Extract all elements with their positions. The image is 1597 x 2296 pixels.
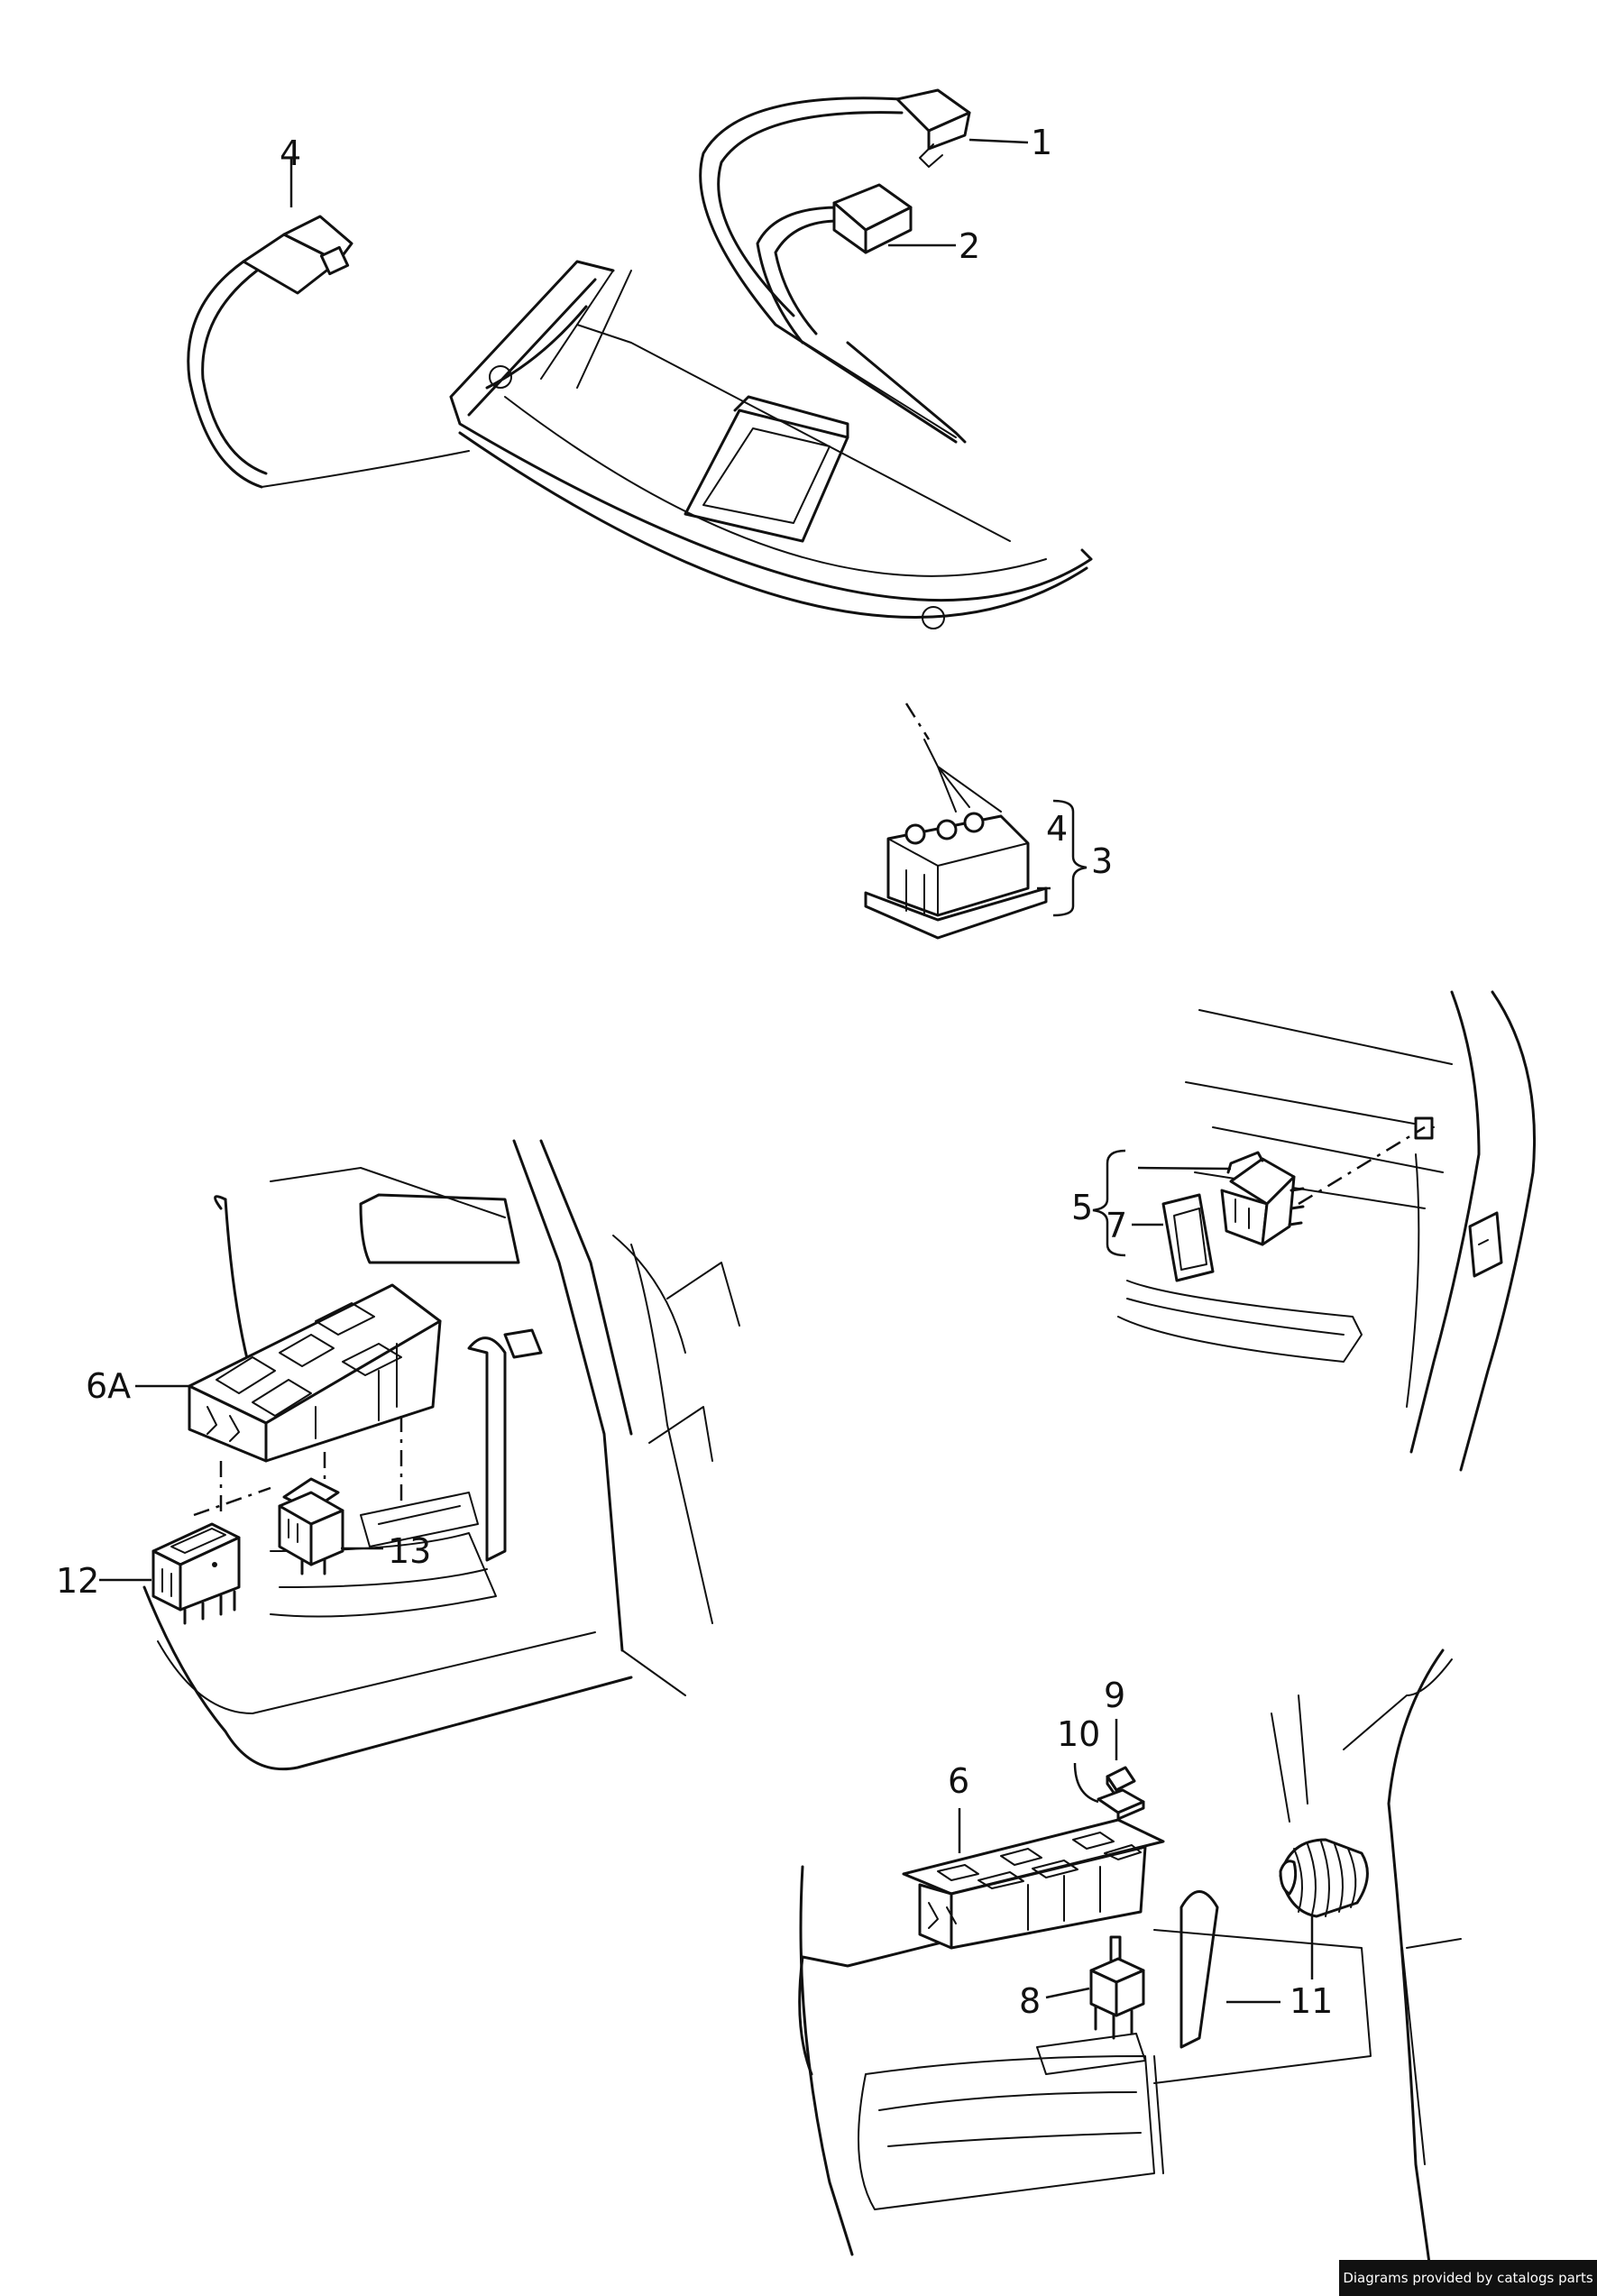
- callout-4-side: 4: [1046, 809, 1068, 849]
- callout-9: 9: [1104, 1676, 1125, 1715]
- callout-labels: 1 2 3 4 4 5 6 6A 7 8 9 10 11 12 13: [56, 123, 1333, 2021]
- part-11-grommet: [1226, 1838, 1369, 2004]
- part-6a-switch-panel: [135, 1283, 442, 1515]
- door-right-assembly: [1117, 990, 1537, 1472]
- part-7-bezel: [1132, 1193, 1215, 1282]
- part-13-switch: [278, 1477, 383, 1575]
- part-1-switch: [895, 88, 1029, 168]
- callout-2: 2: [959, 226, 980, 266]
- callout-12: 12: [56, 1561, 99, 1601]
- part-5-rocker-switch: [1092, 1125, 1426, 1257]
- callout-6: 6: [948, 1761, 969, 1801]
- callout-7: 7: [1106, 1206, 1127, 1245]
- part-9-10-caps: [1073, 1719, 1145, 1821]
- part-12-switch: [99, 1486, 271, 1625]
- part-2-switch: [832, 183, 956, 254]
- callout-11: 11: [1290, 1981, 1333, 2021]
- callout-8: 8: [1019, 1981, 1041, 2021]
- callout-6a: 6A: [86, 1366, 131, 1406]
- credit-badge: Diagrams provided by catalogs parts: [1339, 2260, 1597, 2296]
- callout-1: 1: [1031, 123, 1052, 162]
- callout-5: 5: [1071, 1188, 1093, 1227]
- callout-4-top: 4: [280, 133, 301, 173]
- part-3-switch-assembly: [864, 703, 1088, 940]
- callout-13: 13: [388, 1531, 431, 1571]
- part-6-switch-panel: [902, 1808, 1165, 1950]
- callout-3: 3: [1091, 841, 1113, 881]
- door-left-assembly: [142, 1139, 740, 1771]
- trunk-lid-assembly: [449, 260, 1093, 629]
- switch-cables: [699, 96, 967, 444]
- callout-10: 10: [1057, 1714, 1100, 1754]
- door-bottom-assembly: [798, 1649, 1462, 2296]
- harness-connector-4: [187, 158, 470, 489]
- part-8-switch: [1045, 1935, 1145, 2040]
